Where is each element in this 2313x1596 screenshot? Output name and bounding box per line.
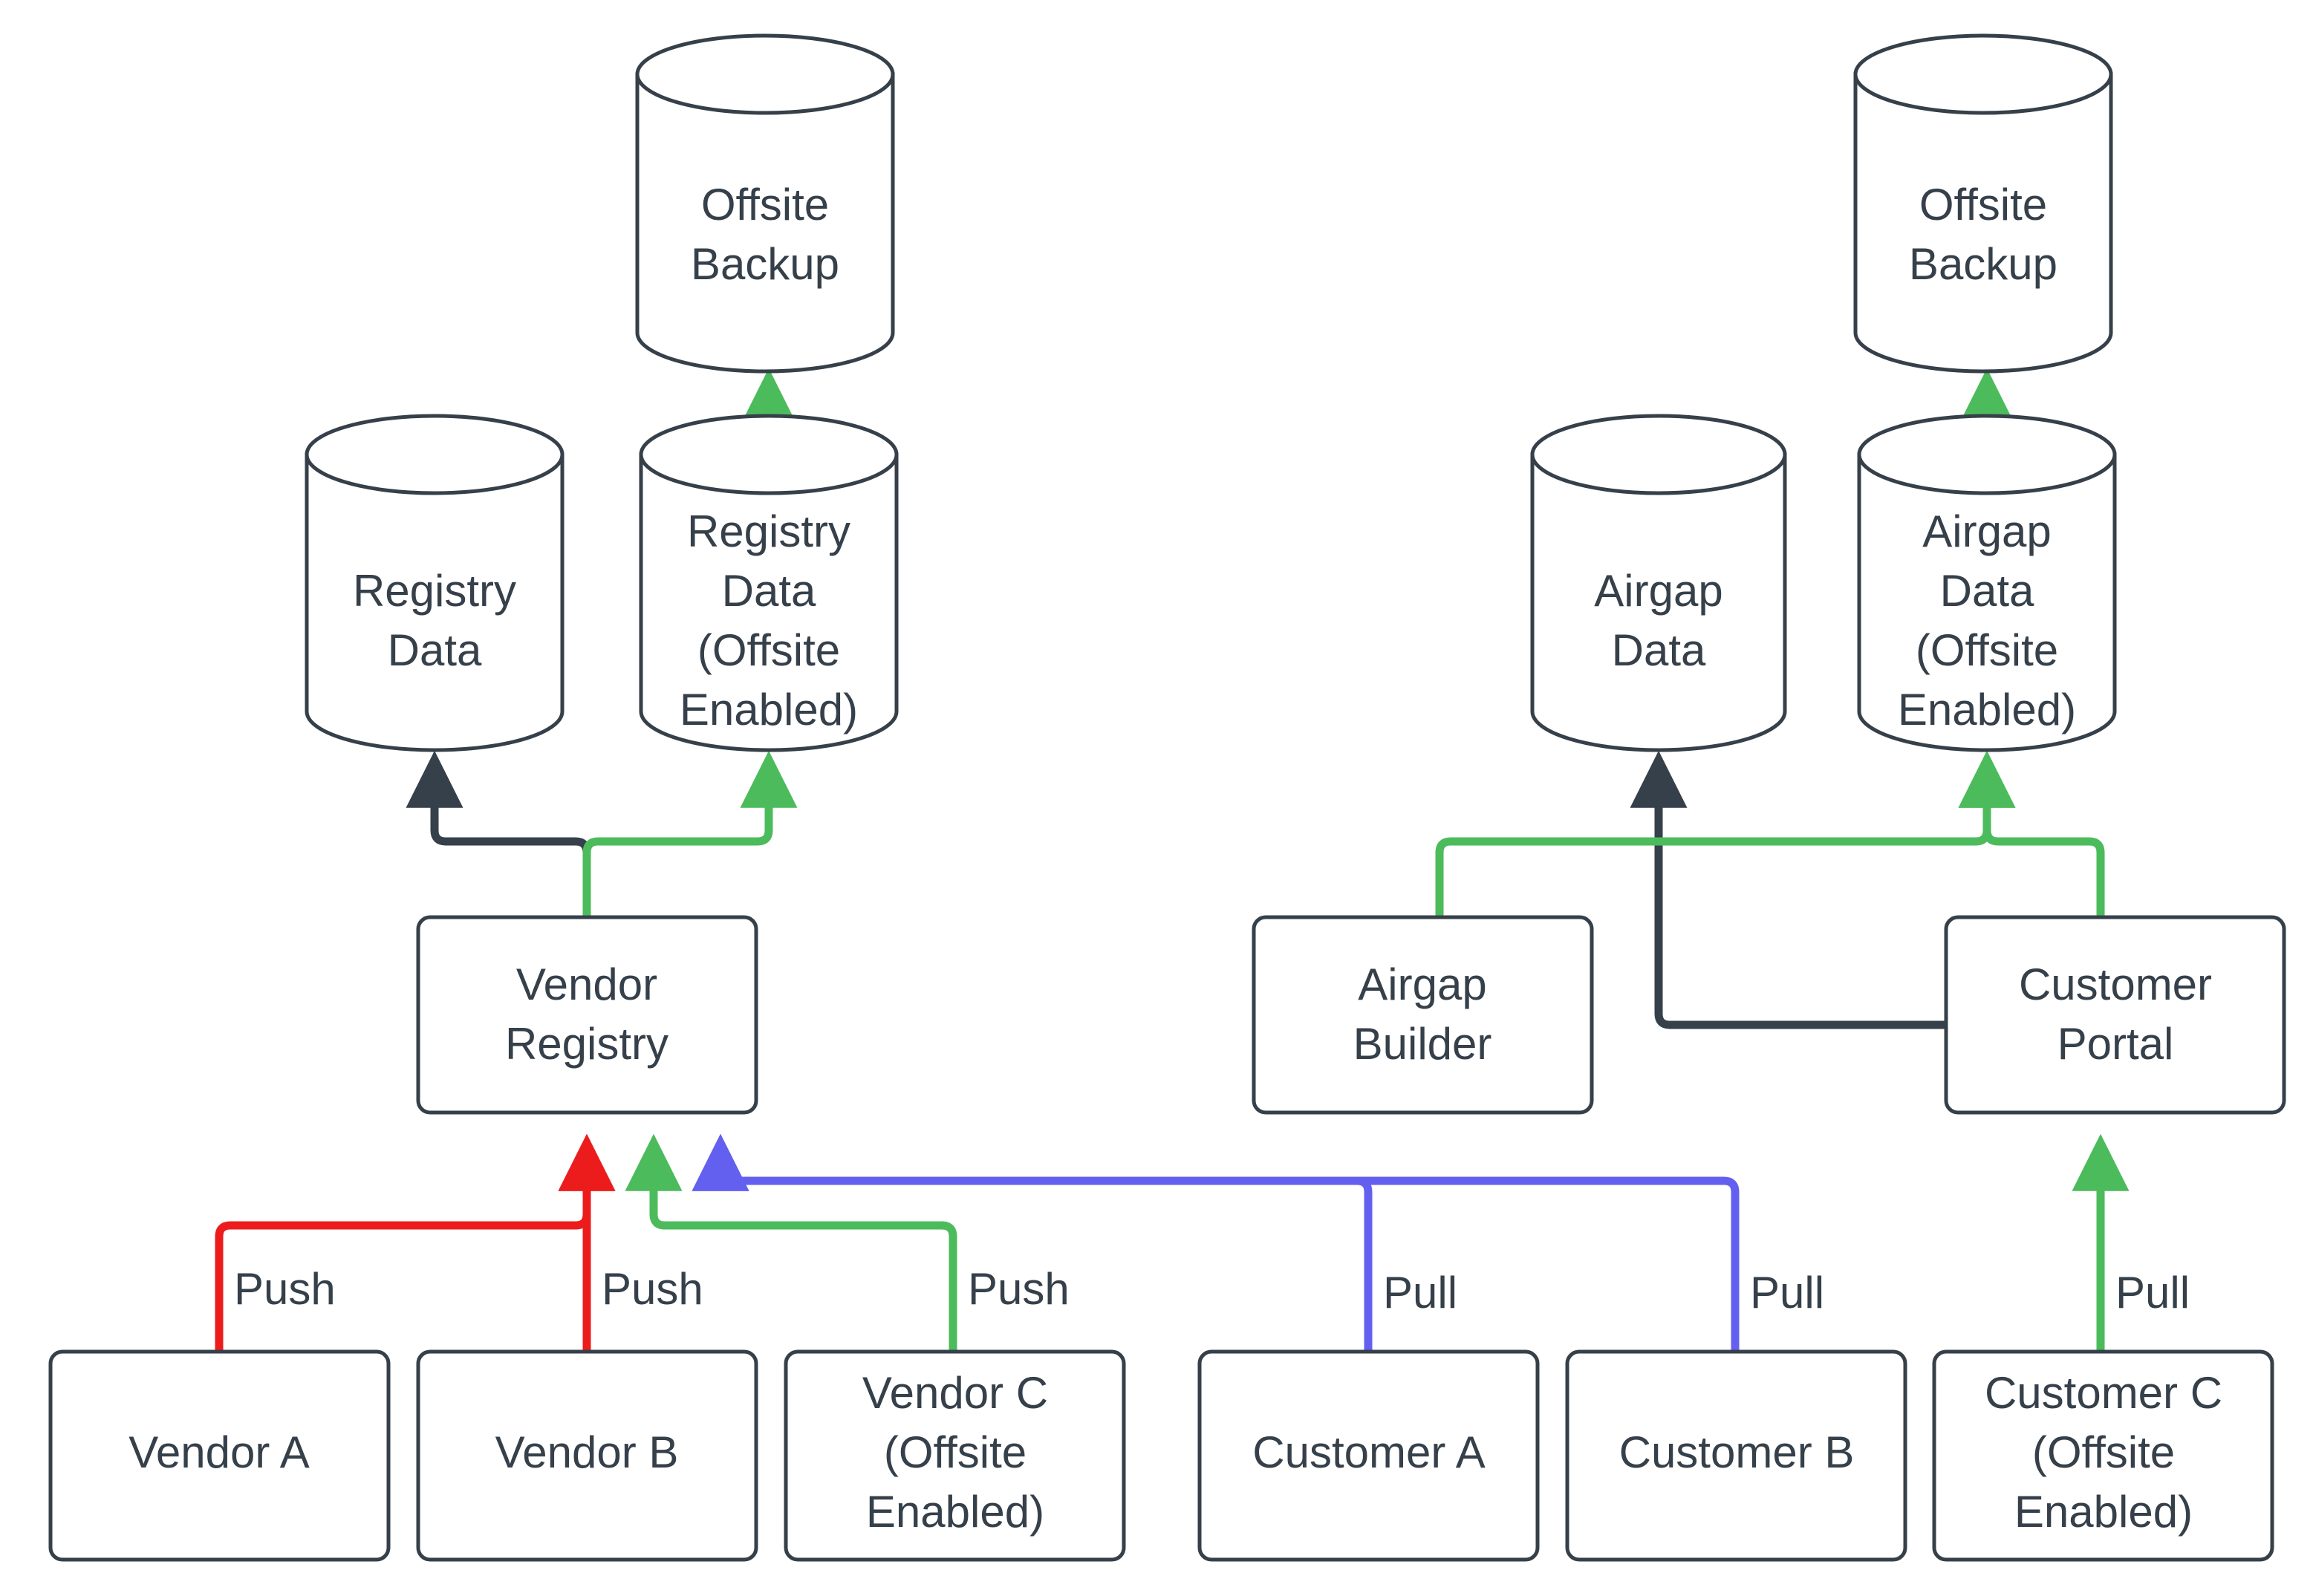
edge-portal-to-airgap-data-offsite <box>1958 750 2105 917</box>
node-label-line: (Offsite <box>697 625 840 675</box>
node-registry-data[interactable]: Registry Data <box>305 414 565 752</box>
edge-vendor-c-to-registry <box>625 1133 957 1352</box>
cylinder-body <box>639 452 899 752</box>
node-label-line: Backup <box>691 239 839 289</box>
node-airgap-data[interactable]: Airgap Data <box>1530 414 1787 752</box>
edge-registry-to-registry-data <box>406 750 591 917</box>
node-label-line: Airgap <box>1922 507 2051 556</box>
node-label-line: Data <box>1612 625 1706 675</box>
node-label-line: Enabled) <box>680 685 858 735</box>
node-label-line: Enabled) <box>1898 685 2076 735</box>
node-label-line: (Offsite <box>2032 1427 2175 1477</box>
edge-label-vendor-a-push: Push <box>234 1264 336 1314</box>
edge-label-customer-b-pull: Pull <box>1750 1268 1824 1317</box>
edge-builder-to-airgap-data-offsite <box>1435 750 2016 917</box>
node-label-line: Offsite <box>701 180 829 229</box>
node-vendor-registry[interactable]: Vendor Registry <box>416 915 758 1115</box>
edge-label-vendor-b-push: Push <box>602 1264 703 1314</box>
node-label-line: Registry <box>505 1019 668 1069</box>
node-vendor-b[interactable]: Vendor B <box>416 1349 758 1562</box>
node-vendor-c[interactable]: Vendor C (Offsite Enabled) <box>784 1349 1126 1562</box>
node-airgap-data-offsite[interactable]: Airgap Data (Offsite Enabled) <box>1857 414 2117 752</box>
node-airgap-builder[interactable]: Airgap Builder <box>1252 915 1594 1115</box>
edge-label-customer-c-pull: Pull <box>2115 1268 2190 1317</box>
node-label-line: (Offsite <box>1916 625 2058 675</box>
node-label-line: Vendor <box>516 960 657 1009</box>
node-vendor-a[interactable]: Vendor A <box>48 1349 391 1562</box>
cylinder-top <box>1530 414 1787 495</box>
node-registry-data-offsite[interactable]: Registry Data (Offsite Enabled) <box>639 414 899 752</box>
cylinder-body <box>635 72 895 374</box>
node-box <box>1565 1349 1907 1562</box>
cylinder-top <box>1853 33 2113 115</box>
node-label-line: Enabled) <box>2014 1487 2193 1537</box>
node-offsite-backup-left[interactable]: Offsite Backup <box>635 33 895 374</box>
node-label-line: Builder <box>1353 1019 1492 1069</box>
node-label-line: Vendor A <box>128 1427 310 1477</box>
node-label-line: Customer B <box>1619 1427 1855 1477</box>
edge-vendor-a-to-registry <box>215 1133 616 1352</box>
node-label-line: Registry <box>687 507 850 556</box>
node-label-line: Enabled) <box>866 1487 1044 1537</box>
cylinder-top <box>639 414 899 495</box>
edge-label-customer-a-pull: Pull <box>1383 1268 1457 1317</box>
cylinder-body <box>1853 72 2113 374</box>
node-customer-portal[interactable]: Customer Portal <box>1944 915 2286 1115</box>
node-label-line: Vendor B <box>495 1427 679 1477</box>
node-label-line: Customer C <box>1985 1368 2222 1418</box>
node-label-line: Offsite <box>1919 180 2047 229</box>
edge-registry-to-registry-data-offsite <box>582 750 798 917</box>
edge-portal-to-airgap-data <box>1630 750 1946 1029</box>
node-label-line: Backup <box>1909 239 2057 289</box>
cylinder-body <box>305 452 565 752</box>
node-box <box>784 1349 1126 1562</box>
node-offsite-backup-right[interactable]: Offsite Backup <box>1853 33 2113 374</box>
node-customer-b[interactable]: Customer B <box>1565 1349 1907 1562</box>
node-customer-c[interactable]: Customer C (Offsite Enabled) <box>1932 1349 2274 1562</box>
node-label-line: Data <box>722 566 816 616</box>
cylinder-body <box>1530 452 1787 752</box>
node-customer-a[interactable]: Customer A <box>1197 1349 1540 1562</box>
cylinder-top <box>305 414 565 495</box>
node-label-line: Vendor C <box>862 1368 1048 1418</box>
edge-label-vendor-c-push: Push <box>968 1264 1070 1314</box>
node-label-line: Data <box>388 625 482 675</box>
node-label-line: Data <box>1940 566 2034 616</box>
cylinder-top <box>635 33 895 115</box>
node-label-line: Portal <box>2057 1019 2174 1069</box>
node-label-line: Registry <box>353 566 516 616</box>
node-box <box>48 1349 391 1562</box>
cylinder-top <box>1857 414 2117 495</box>
node-label-line: Airgap <box>1358 960 1486 1009</box>
node-box <box>1252 915 1594 1115</box>
node-label-line: (Offsite <box>884 1427 1027 1477</box>
node-box <box>416 915 758 1115</box>
edge-customer-b-to-registry <box>692 1133 1740 1352</box>
node-label-line: Customer A <box>1252 1427 1485 1477</box>
node-box <box>1932 1349 2274 1562</box>
cylinder-body <box>1857 452 2117 752</box>
node-box <box>1197 1349 1540 1562</box>
node-box <box>416 1349 758 1562</box>
node-box <box>1944 915 2286 1115</box>
node-label-line: Airgap <box>1594 566 1722 616</box>
node-label-line: Customer <box>2019 960 2212 1009</box>
